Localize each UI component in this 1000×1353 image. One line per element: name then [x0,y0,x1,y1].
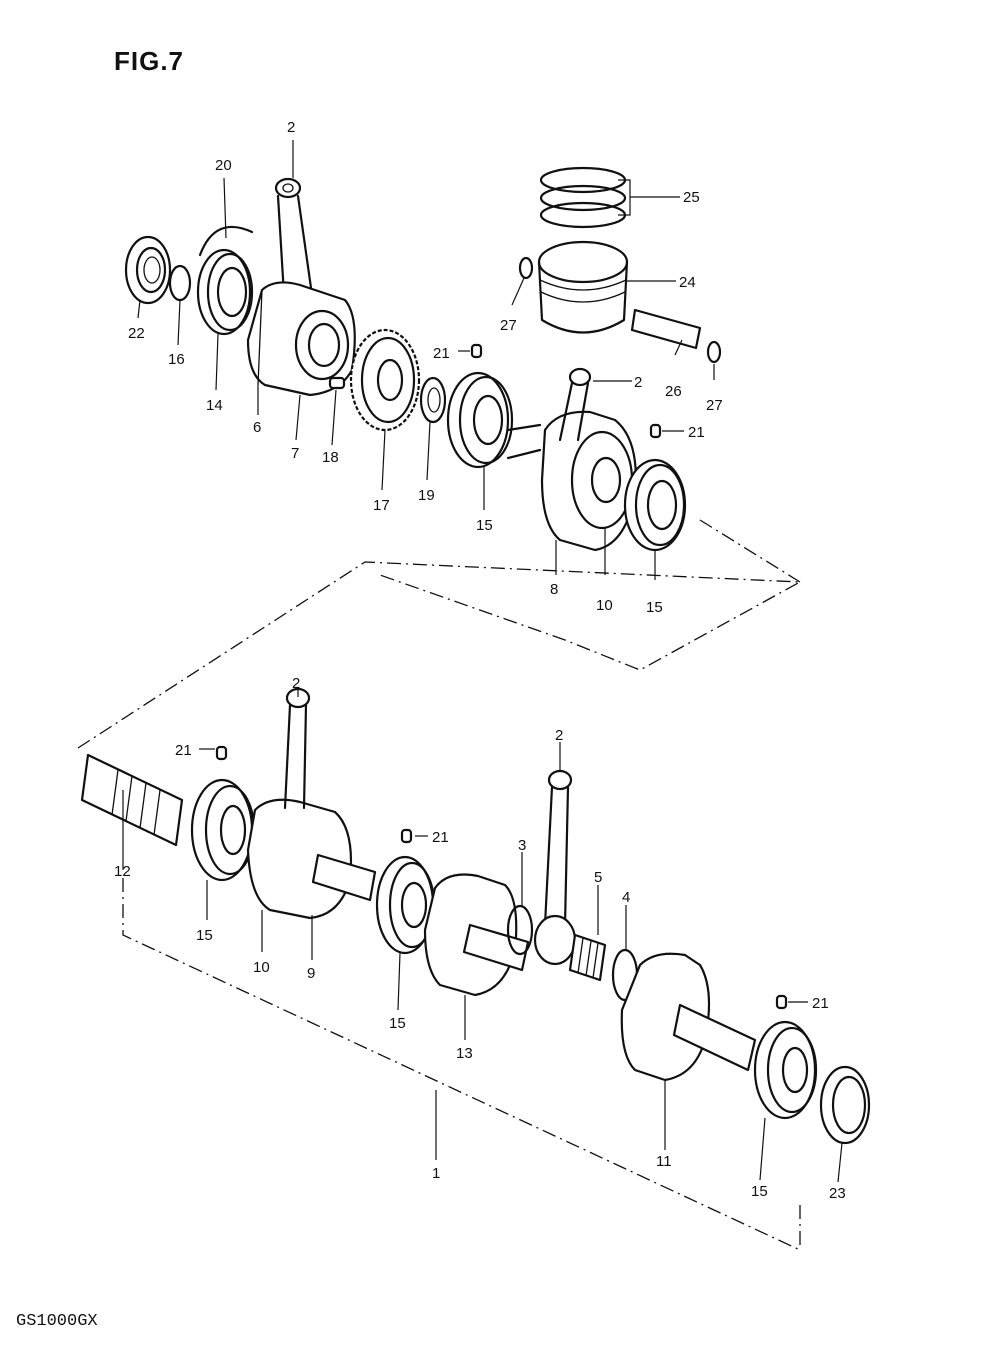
callout-3: 3 [518,837,526,854]
callout-10: 10 [253,959,270,976]
callout-20: 20 [215,157,232,174]
bearing-15-upper-a [446,371,514,469]
piston-rings-25 [539,166,627,229]
bush-21-lower-b [400,828,413,844]
washer-3 [506,904,534,956]
oil-seal-22 [124,235,172,305]
figure-title: FIG.7 [114,46,185,76]
callout-27: 27 [706,397,723,414]
callout-12: 12 [114,863,131,880]
piston-pin-clip-27b [706,340,722,364]
callout-2: 2 [555,727,563,744]
callout-14: 14 [206,397,223,414]
callout-19: 19 [418,487,435,504]
piston-pin-clip-27a [518,256,534,280]
callout-25: 25 [683,189,700,206]
crank-web-11 [620,952,757,1082]
piston-pin-26 [630,308,702,350]
bearing-15-upper-b [623,458,687,552]
callout-27: 27 [500,317,517,334]
circlip-16 [168,264,192,302]
model-code: GS1000GX [16,1312,98,1331]
callout-4: 4 [622,889,630,906]
callout-21: 21 [175,742,192,759]
crank-web-9-10 [246,687,377,920]
piston-24 [537,240,629,334]
callout-21: 21 [812,995,829,1012]
crank-section-8-10 [506,367,637,552]
callout-24: 24 [679,274,696,291]
callout-15: 15 [476,517,493,534]
assembly-frame-lines [77,519,803,1251]
bush-21-upper-b [649,423,662,439]
callout-10: 10 [596,597,613,614]
needle-bearing-5 [568,933,607,982]
callout-21: 21 [432,829,449,846]
callout-13: 13 [456,1045,473,1062]
callout-23: 23 [829,1185,846,1202]
callout-22: 22 [128,325,145,342]
ring-20 [198,225,254,257]
callout-8: 8 [550,581,558,598]
dowel-18 [328,376,346,390]
callout-15: 15 [389,1015,406,1032]
callout-21: 21 [688,424,705,441]
callout-7: 7 [291,445,299,462]
gear-17 [349,328,421,432]
leader-lines [122,140,843,1183]
callout-26: 26 [665,383,682,400]
callout-18: 18 [322,449,339,466]
callout-15: 15 [196,927,213,944]
bearing-15-lower-a [190,778,256,882]
callout-2: 2 [287,119,295,136]
callout-6: 6 [253,419,261,436]
washer-19 [419,376,447,424]
bush-21-lower-a [215,745,228,761]
callout-21: 21 [433,345,450,362]
callout-1: 1 [432,1165,440,1182]
oil-seal-23 [819,1065,871,1145]
callout-2: 2 [634,374,642,391]
callout-15: 15 [646,599,663,616]
callout-11: 11 [656,1153,672,1170]
conrod-2-lower [533,769,577,966]
callout-17: 17 [373,497,390,514]
callout-16: 16 [168,351,185,368]
callout-2: 2 [292,675,300,692]
crank-web-13 [423,873,530,997]
conrod-2-upper [274,177,314,297]
callout-9: 9 [307,965,315,982]
callout-numbers: 2 20 22 16 14 6 7 18 17 19 15 21 2 21 8 … [114,119,846,1202]
shaft-12 [80,753,184,847]
bearing-15-lower-c [753,1020,818,1120]
callout-5: 5 [594,869,602,886]
bearing-14 [196,248,254,336]
callout-15: 15 [751,1183,768,1200]
bush-21-upper-a [470,343,483,359]
bush-21-lower-c [775,994,788,1010]
